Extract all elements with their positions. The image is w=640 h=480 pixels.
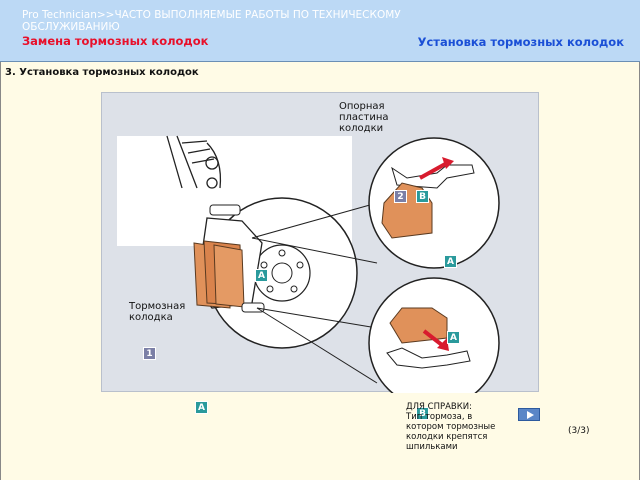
tag-a-bottom-detail: A <box>447 331 460 344</box>
brake-illustration: Опорная пластина колодки Тормозная колод… <box>101 92 539 420</box>
step-title: 3. Установка тормозных колодок <box>5 67 199 78</box>
topic-title: Установка тормозных колодок <box>417 35 624 49</box>
wheel-studs <box>260 249 304 293</box>
tag-b-top: B <box>416 190 429 203</box>
brake-pads <box>193 240 245 309</box>
page-indicator: (3/3) <box>568 426 590 436</box>
breadcrumb: Pro Technician>>ЧАСТО ВЫПОЛНЯЕМЫЕ РАБОТЫ… <box>22 9 401 33</box>
hub-center <box>271 262 293 284</box>
tag-2: 2 <box>394 190 407 203</box>
play-button[interactable] <box>518 408 540 421</box>
header-bar: Pro Technician>>ЧАСТО ВЫПОЛНЯЕМЫЕ РАБОТЫ… <box>0 0 640 62</box>
content-area: 3. Установка тормозных колодок <box>0 62 640 480</box>
tag-a-bottom: A <box>195 401 208 414</box>
tag-b-bottom: B <box>416 407 429 420</box>
section-title: Замена тормозных колодок <box>22 34 209 48</box>
leader-lines <box>251 202 378 384</box>
detail-bottom-parts <box>386 307 471 369</box>
brake-diagram <box>117 135 500 393</box>
tag-a-caliper: A <box>255 269 268 282</box>
tag-1: 1 <box>143 347 156 360</box>
callout-pad-plate: Опорная пластина колодки <box>339 101 389 134</box>
tag-a-top-detail: A <box>444 255 457 268</box>
suspension-strut <box>166 135 222 189</box>
callout-brake-pad: Тормозная колодка <box>129 301 186 323</box>
caliper-bolts <box>209 204 265 313</box>
reference-note: ДЛЯ СПРАВКИ: Тип тормоза, в котором торм… <box>406 402 496 452</box>
